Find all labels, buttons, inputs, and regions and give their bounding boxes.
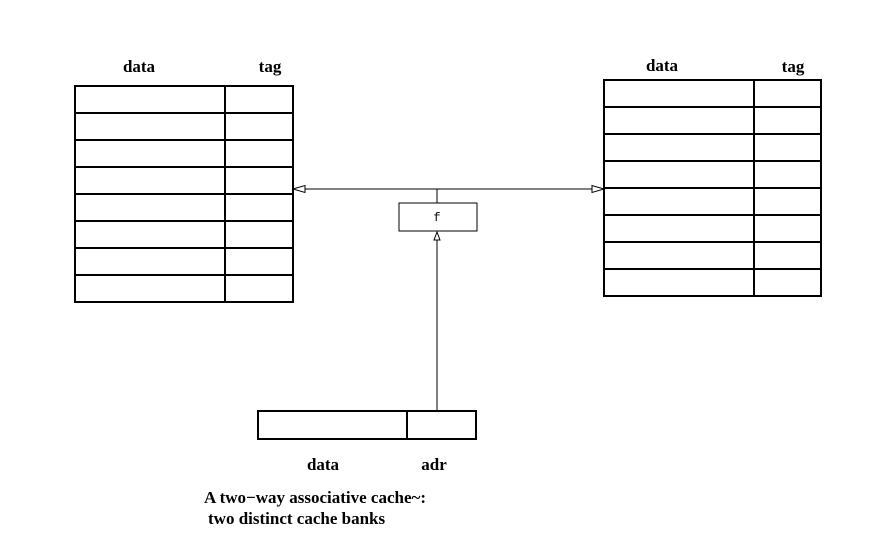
left-bank-tag-cell (224, 112, 294, 141)
caption: A two−way associative cache~: two distin… (204, 488, 426, 528)
right-bank-data-header: data (646, 56, 679, 75)
right-bank-rows (603, 79, 822, 297)
right-bank-tag-header: tag (782, 57, 805, 76)
right-cache-bank: data tag (603, 56, 822, 297)
left-bank-tag-header: tag (259, 57, 282, 76)
right-bank-data-cell (603, 268, 755, 297)
right-bank-tag-cell (753, 79, 822, 108)
left-bank-tag-cell (224, 139, 294, 168)
address-data-label: data (307, 455, 340, 474)
right-bank-data-cell (603, 241, 755, 270)
right-arrow-icon (591, 184, 606, 194)
left-bank-data-cell (74, 220, 226, 249)
left-bank-data-cell (74, 193, 226, 222)
left-arrow-icon (291, 184, 306, 194)
left-bank-data-header: data (123, 57, 156, 76)
right-bank-tag-cell (753, 241, 822, 270)
left-bank-tag-cell (224, 85, 294, 114)
right-bank-tag-cell (753, 133, 822, 162)
address-register: data adr (257, 410, 477, 474)
right-bank-data-cell (603, 106, 755, 135)
right-bank-tag-cell (753, 187, 822, 216)
right-bank-tag-cell (753, 268, 822, 297)
left-bank-tag-cell (224, 166, 294, 195)
left-bank-rows (74, 85, 294, 303)
left-bank-tag-cell (224, 193, 294, 222)
left-bank-tag-cell (224, 274, 294, 303)
right-bank-tag-cell (753, 160, 822, 189)
left-bank-data-cell (74, 112, 226, 141)
caption-line-1: A two−way associative cache~: (204, 488, 426, 507)
hash-box (398, 202, 478, 232)
right-bank-tag-cell (753, 214, 822, 243)
right-bank-data-cell (603, 133, 755, 162)
right-bank-data-cell (603, 187, 755, 216)
hash-function-box: f (398, 202, 478, 232)
right-bank-data-cell (603, 160, 755, 189)
right-bank-tag-cell (753, 106, 822, 135)
left-bank-tag-cell (224, 247, 294, 276)
left-bank-data-cell (74, 274, 226, 303)
left-bank-data-cell (74, 247, 226, 276)
left-bank-tag-cell (224, 220, 294, 249)
up-arrow-icon (433, 230, 441, 241)
left-cache-bank: data tag (74, 57, 294, 303)
right-bank-data-cell (603, 214, 755, 243)
address-box (257, 410, 477, 440)
index-lines (291, 184, 606, 411)
caption-line-2: two distinct cache banks (208, 509, 385, 528)
left-bank-data-cell (74, 166, 226, 195)
address-adr-label: adr (421, 455, 447, 474)
hash-function-label: f (433, 211, 440, 225)
right-bank-data-cell (603, 79, 755, 108)
left-bank-data-cell (74, 85, 226, 114)
left-bank-data-cell (74, 139, 226, 168)
